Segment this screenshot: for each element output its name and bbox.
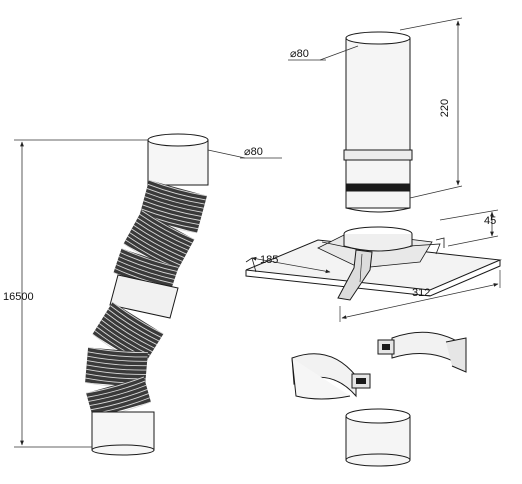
base-height-dimension: 45 <box>439 209 499 247</box>
flex-pipe-top-cuff <box>147 133 209 186</box>
base-width-small-dimension: 185 <box>251 254 331 274</box>
clamp-half-left <box>291 353 371 400</box>
base-width-small-label: 185 <box>260 254 278 266</box>
pipe-diameter-label: ⌀80 <box>290 48 309 60</box>
flexible-pipe <box>85 133 209 456</box>
clamp-half-right <box>377 331 467 373</box>
pipe-length-label: 220 <box>439 99 451 117</box>
end-cap <box>345 408 411 467</box>
base-height-label: 45 <box>484 215 496 227</box>
pipe-diameter-dimension: ⌀80 <box>288 45 359 61</box>
flex-pipe-lower-corrugation <box>85 301 164 419</box>
flex-diameter-label: ⌀80 <box>244 146 263 158</box>
pipe-length-dimension: 220 <box>399 17 463 199</box>
flex-pipe-upper-corrugation <box>113 179 208 292</box>
flex-length-dimension: 16500 <box>3 139 148 448</box>
straight-pipe <box>343 31 413 213</box>
flex-diameter-dimension: ⌀80 <box>207 146 282 159</box>
flex-pipe-middle-band <box>109 274 179 319</box>
base-flange <box>245 226 502 301</box>
flex-pipe-bottom-cuff <box>91 411 155 456</box>
flex-length-label: 16500 <box>3 291 34 303</box>
base-width-large-dimension: 312 <box>339 270 501 322</box>
base-width-large-label: 312 <box>412 287 430 299</box>
